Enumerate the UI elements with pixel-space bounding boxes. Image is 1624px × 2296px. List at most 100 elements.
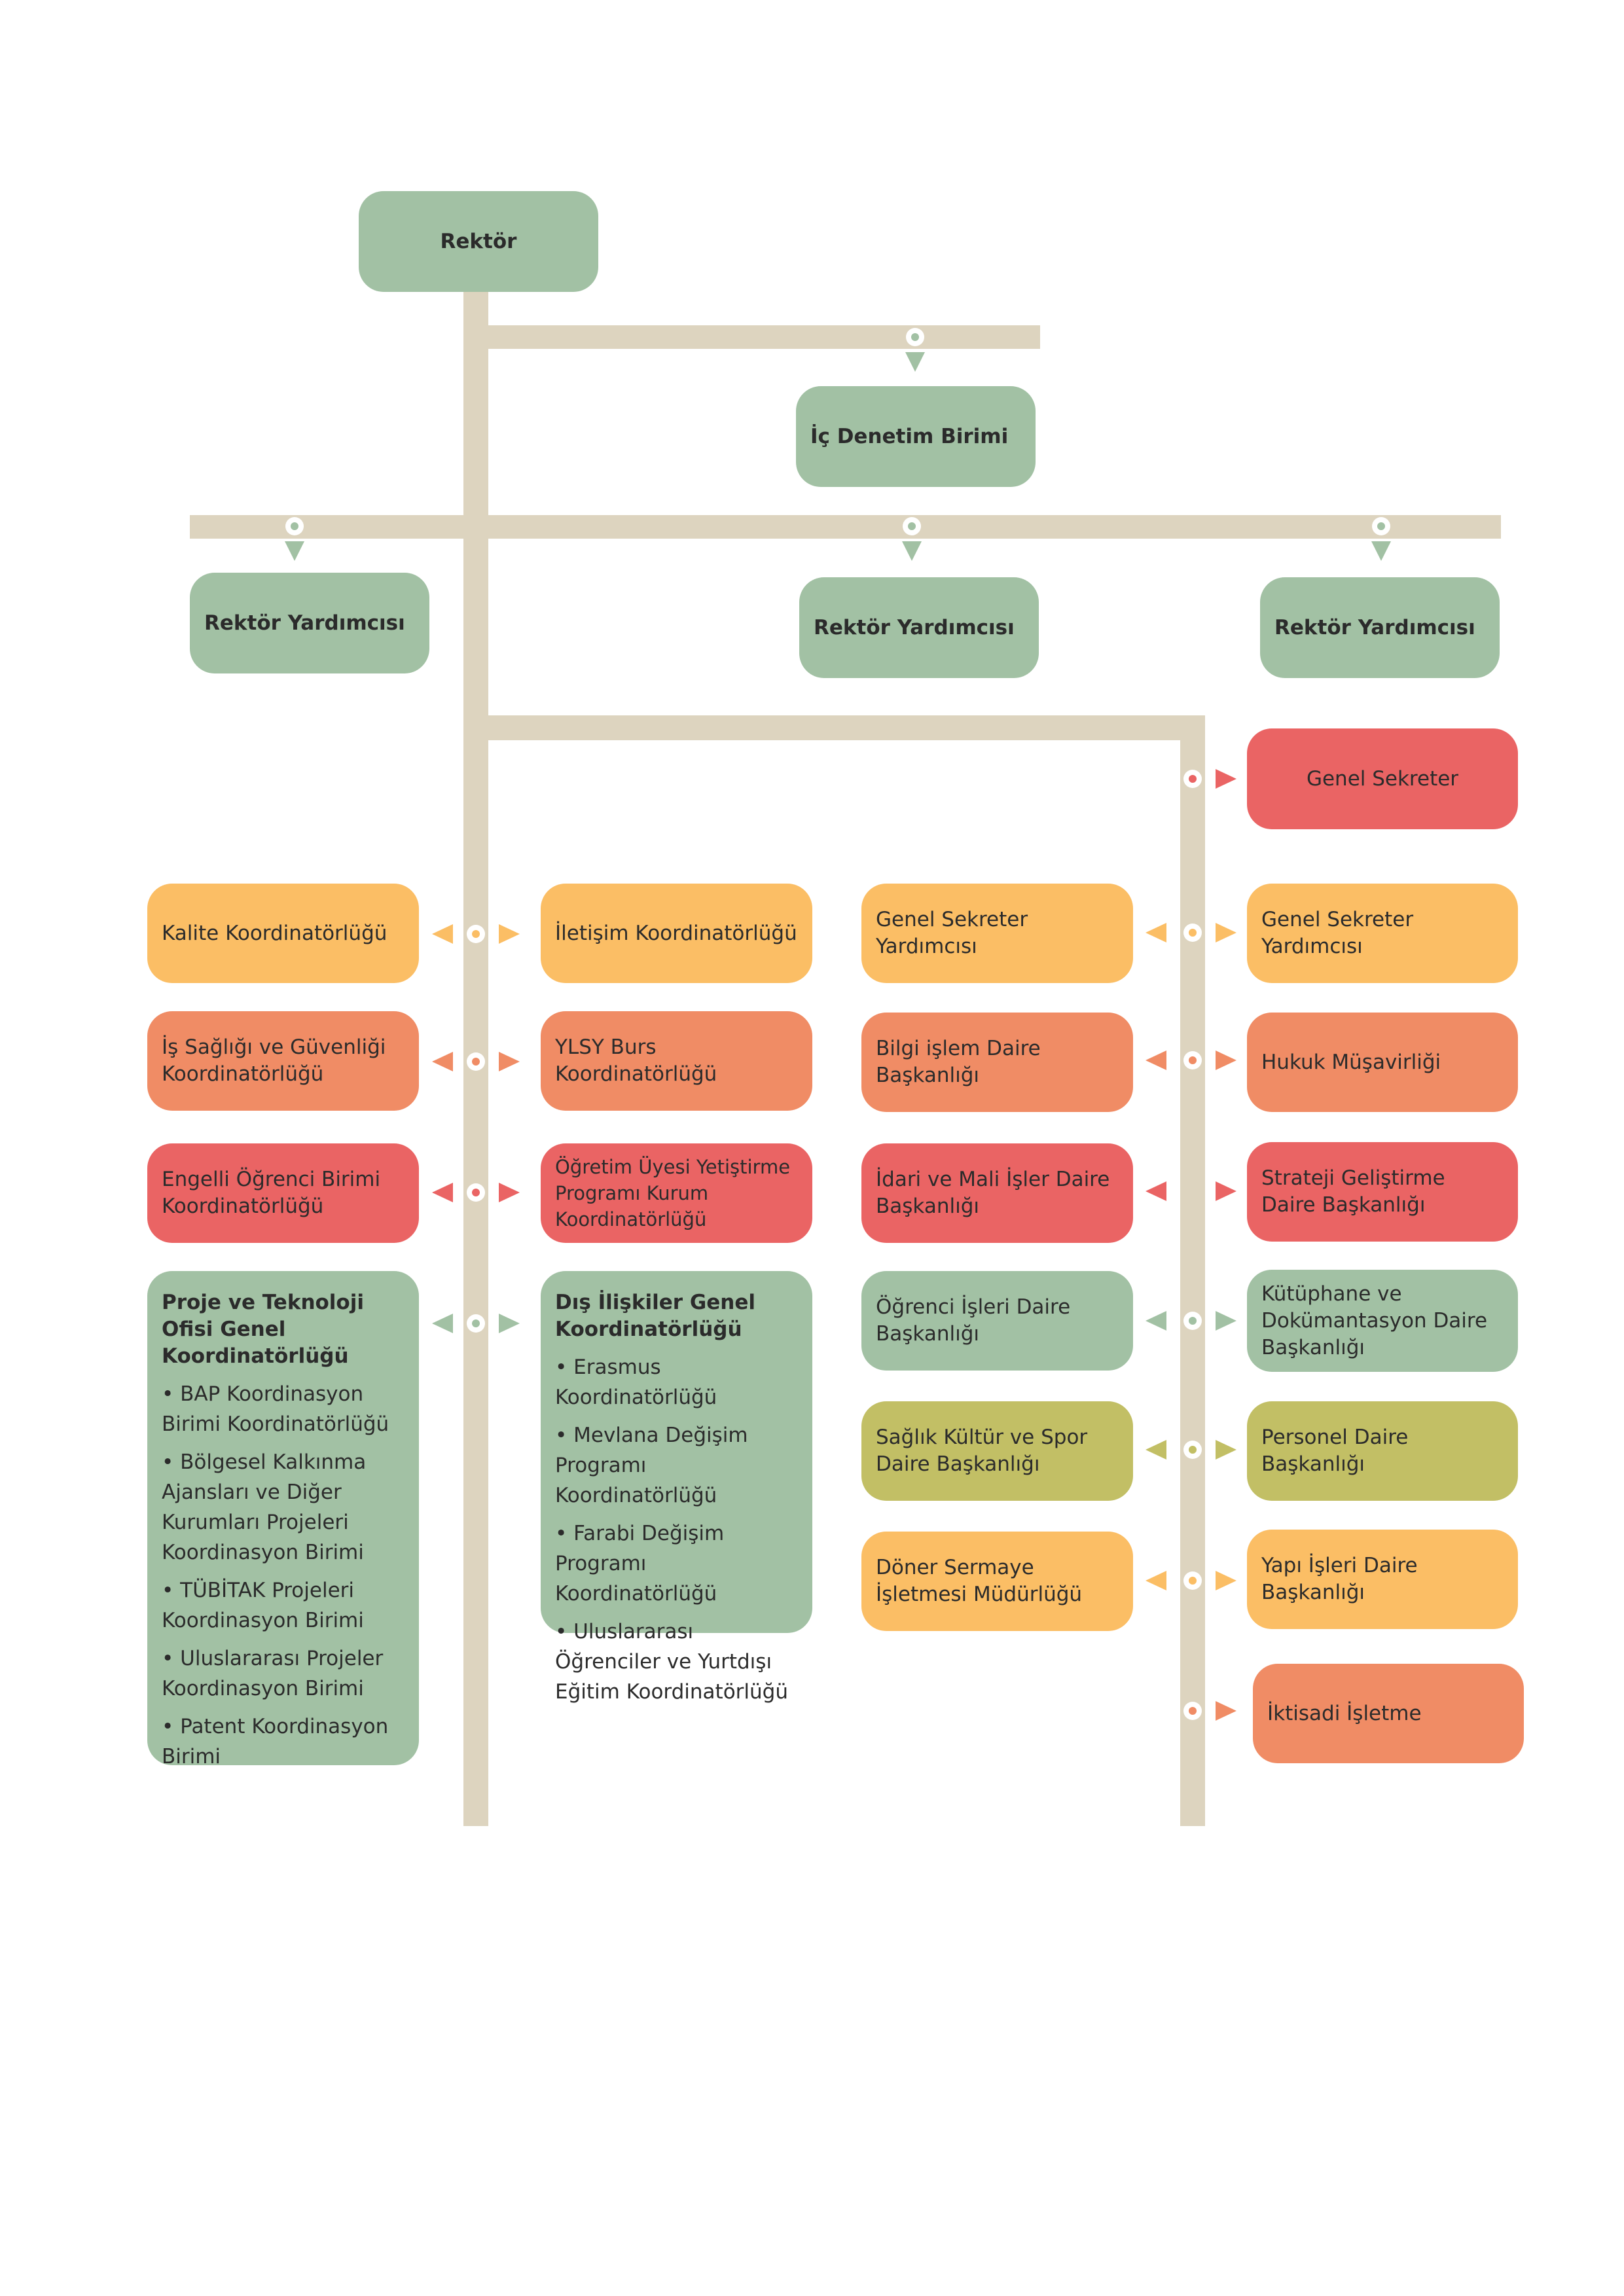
arrow-right-icon	[499, 1183, 520, 1202]
strateji-label: Strateji Geliştirme Daire Başkanlığı	[1261, 1166, 1445, 1217]
arrow-left-icon	[1146, 923, 1166, 942]
proje-teknoloji-box: Proje ve Teknoloji Ofisi Genel Koordinat…	[147, 1271, 419, 1768]
ylsy-box: YLSY Burs Koordinatörlüğü	[541, 1011, 812, 1111]
kutuphane-label: Kütüphane ve Dokümantasyon Daire Başkanl…	[1261, 1282, 1488, 1359]
ylsy-label: YLSY Burs Koordinatörlüğü	[555, 1035, 717, 1086]
connector-dot	[467, 1314, 485, 1333]
genel-sekreter-box: Genel Sekreter	[1247, 728, 1518, 829]
arrow-down-icon	[902, 541, 922, 561]
is-sagligi-box: İş Sağlığı ve Güvenliği Koordinatörlüğü	[147, 1011, 419, 1111]
arrow-left-icon	[1146, 1571, 1166, 1590]
connector-dot	[1183, 1312, 1202, 1330]
connector-dot	[285, 517, 304, 535]
arrow-left-icon	[1146, 1440, 1166, 1460]
gs-yardimcisi-label-outer: Genel Sekreter Yardımcısı	[1261, 908, 1414, 958]
idari-mali-label: İdari ve Mali İşler Daire Başkanlığı	[876, 1168, 1110, 1218]
list-item: • Patent Koordinasyon Birimi	[162, 1715, 389, 1768]
arrow-right-icon	[1216, 769, 1236, 789]
list-item: • Bölgesel Kalkınma Ajansları ve Diğer K…	[162, 1450, 367, 1564]
connector-dot	[467, 1052, 485, 1071]
yapi-isleri-box: Yapı İşleri Daire Başkanlığı	[1247, 1530, 1518, 1629]
arrow-right-icon	[1216, 1571, 1236, 1590]
connector-dot	[467, 1183, 485, 1202]
arrow-right-icon	[499, 1052, 520, 1071]
engelli-label: Engelli Öğrenci Birimi Koordinatörlüğü	[162, 1168, 381, 1218]
proje-teknoloji-title: Proje ve Teknoloji Ofisi Genel Koordinat…	[162, 1291, 364, 1368]
genel-sekreter-horizontal-connector	[488, 715, 1204, 740]
ic-denetim-box: İç Denetim Birimi	[796, 386, 1036, 487]
arrow-right-icon	[1216, 1701, 1236, 1721]
list-item: • Mevlana Değişim Programı Koordinatörlü…	[555, 1424, 748, 1507]
arrow-left-icon	[432, 1314, 453, 1333]
connector-dot	[467, 925, 485, 943]
hukuk-label: Hukuk Müşavirliği	[1261, 1050, 1441, 1074]
arrow-right-icon	[499, 924, 520, 944]
ogretim-uyesi-box: Öğretim Üyesi Yetiştirme Programı Kurum …	[541, 1143, 812, 1243]
is-sagligi-label: İş Sağlığı ve Güvenliği Koordinatörlüğü	[162, 1035, 386, 1086]
rektor-yardimcisi-box-3: Rektör Yardımcısı	[1260, 577, 1500, 678]
connector-dot	[1183, 1051, 1202, 1069]
rektor-yardimcisi-box-1: Rektör Yardımcısı	[190, 573, 429, 673]
ogretim-uyesi-label: Öğretim Üyesi Yetiştirme Programı Kurum …	[555, 1156, 791, 1230]
arrow-left-icon	[1146, 1181, 1166, 1201]
arrow-right-icon	[1216, 923, 1236, 942]
yapi-isleri-label: Yapı İşleri Daire Başkanlığı	[1261, 1554, 1418, 1604]
connector-dot	[1183, 1702, 1202, 1720]
connector-dot	[906, 328, 924, 346]
gs-yardimcisi-box-outer: Genel Sekreter Yardımcısı	[1247, 884, 1518, 983]
iktisadi-box: İktisadi İşletme	[1253, 1664, 1524, 1763]
rektor-yardimcisi-label-1: Rektör Yardımcısı	[204, 611, 405, 635]
iletisim-label: İletişim Koordinatörlüğü	[555, 921, 797, 945]
arrow-right-icon	[499, 1314, 520, 1333]
rektor-box: Rektör	[359, 191, 598, 292]
idari-mali-box: İdari ve Mali İşler Daire Başkanlığı	[861, 1143, 1133, 1243]
saglik-kultur-label: Sağlık Kültür ve Spor Daire Başkanlığı	[876, 1426, 1088, 1476]
kalite-label: Kalite Koordinatörlüğü	[162, 921, 388, 945]
list-item: • Uluslararası Projeler Koordinasyon Bir…	[162, 1647, 384, 1700]
iktisadi-label: İktisadi İşletme	[1267, 1701, 1422, 1725]
arrow-down-icon	[905, 352, 925, 372]
arrow-down-icon	[1371, 541, 1391, 561]
rektor-yardimcisi-label-2: Rektör Yardımcısı	[814, 615, 1015, 639]
genel-sekreter-label: Genel Sekreter	[1306, 766, 1459, 791]
hukuk-box: Hukuk Müşavirliği	[1247, 1013, 1518, 1112]
connector-dot	[1183, 1571, 1202, 1590]
ic-denetim-label: İç Denetim Birimi	[810, 424, 1009, 448]
arrow-left-icon	[432, 1052, 453, 1071]
personel-box: Personel Daire Başkanlığı	[1247, 1401, 1518, 1501]
connector-dot	[1183, 770, 1202, 788]
ogrenci-isleri-label: Öğrenci İşleri Daire Başkanlığı	[876, 1295, 1071, 1346]
kalite-box: Kalite Koordinatörlüğü	[147, 884, 419, 983]
genel-sekreter-vertical-connector	[1180, 715, 1205, 1826]
ogrenci-isleri-box: Öğrenci İşleri Daire Başkanlığı	[861, 1271, 1133, 1371]
gs-yardimcisi-box-inner: Genel Sekreter Yardımcısı	[861, 884, 1133, 983]
connector-dot	[1183, 1441, 1202, 1459]
connector-dot	[903, 517, 921, 535]
iletisim-box: İletişim Koordinatörlüğü	[541, 884, 812, 983]
rektor-yardimcisi-label-3: Rektör Yardımcısı	[1274, 615, 1475, 639]
list-item: • Uluslararası Öğrenciler ve Yurtdışı Eğ…	[555, 1620, 789, 1704]
rektor-yardimcisi-connector	[190, 515, 1501, 539]
arrow-right-icon	[1216, 1311, 1236, 1331]
connector-dot	[1372, 517, 1390, 535]
connector-dot	[1183, 924, 1202, 942]
gs-yardimcisi-label-inner: Genel Sekreter Yardımcısı	[876, 908, 1028, 958]
personel-label: Personel Daire Başkanlığı	[1261, 1426, 1409, 1476]
arrow-right-icon	[1216, 1050, 1236, 1070]
arrow-right-icon	[1216, 1440, 1236, 1460]
dis-iliskiler-box: Dış İlişkiler Genel Koordinatörlüğü • Er…	[541, 1271, 812, 1704]
doner-sermaye-box: Döner Sermaye İşletmesi Müdürlüğü	[861, 1532, 1133, 1631]
list-item: • Farabi Değişim Programı Koordinatörlüğ…	[555, 1522, 725, 1605]
doner-sermaye-label: Döner Sermaye İşletmesi Müdürlüğü	[876, 1556, 1083, 1606]
rektor-yardimcisi-box-2: Rektör Yardımcısı	[799, 577, 1039, 678]
bilgi-islem-box: Bilgi işlem Daire Başkanlığı	[861, 1013, 1133, 1112]
arrow-down-icon	[285, 541, 304, 561]
rektor-label: Rektör	[440, 229, 517, 253]
list-item: • BAP Koordinasyon Birimi Koordinatörlüğ…	[162, 1382, 389, 1436]
list-item: • TÜBİTAK Projeleri Koordinasyon Birimi	[162, 1579, 364, 1632]
bilgi-islem-label: Bilgi işlem Daire Başkanlığı	[876, 1037, 1041, 1087]
arrow-left-icon	[432, 924, 453, 944]
strateji-box: Strateji Geliştirme Daire Başkanlığı	[1247, 1142, 1518, 1242]
arrow-left-icon	[1146, 1311, 1166, 1331]
saglik-kultur-box: Sağlık Kültür ve Spor Daire Başkanlığı	[861, 1401, 1133, 1501]
